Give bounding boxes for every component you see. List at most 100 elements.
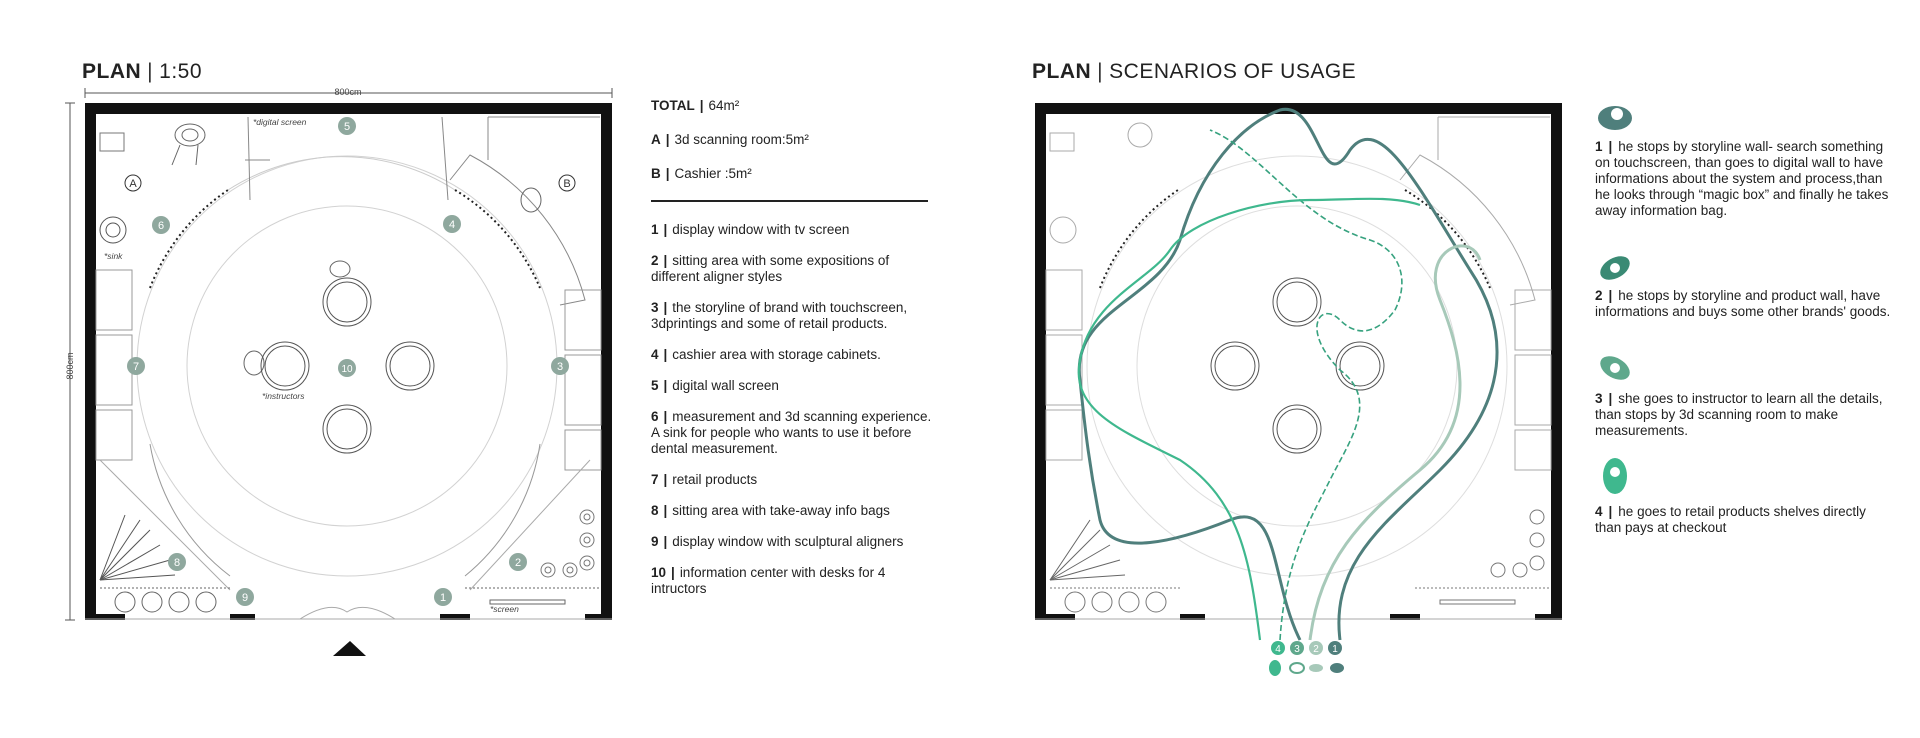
legend-item-text: information center with desks for 4 intr…	[651, 565, 886, 596]
scenario-path-1	[1077, 107, 1499, 641]
scenarios-plan: 4 3 2 1	[1035, 103, 1562, 676]
legend-item-number: 6	[651, 409, 659, 424]
marker-1-text: 1	[440, 592, 446, 604]
scenario-outer-walls	[1035, 103, 1562, 620]
marker-6-text: 6	[158, 220, 164, 232]
legend-item-number: 9	[651, 534, 659, 549]
legend-item-number: 4	[651, 347, 659, 362]
scenario-3: 3|she goes to instructor to learn all th…	[1595, 391, 1883, 438]
marker-2-text: 2	[515, 557, 521, 569]
plan-legend: TOTAL|64m² A|3d scanning room:5m² B|Cash…	[651, 98, 941, 612]
legend-item-number: 1	[651, 222, 659, 237]
legend-item-number: 7	[651, 472, 659, 487]
marker-2: 2	[509, 553, 527, 571]
entrance-arrow	[333, 641, 366, 656]
legend-item: 7|retail products	[651, 472, 758, 487]
legend-item-number: 3	[651, 300, 659, 315]
entrance-1: 1	[1328, 641, 1342, 655]
toilet-fixture	[99, 132, 125, 152]
legend-item: 6|measurement and 3d scanning experience…	[651, 409, 932, 456]
legend-item: 2|sitting area with some expositions of …	[651, 253, 890, 284]
legend-item-text: sitting area with some expositions of di…	[651, 253, 890, 284]
person-icons-entrance	[1269, 660, 1344, 676]
legend-item-text: measurement and 3d scanning experience. …	[651, 409, 932, 456]
plan-title-separator: |	[147, 60, 154, 83]
digital-screen-label: *digital screen	[253, 117, 307, 127]
scenario-4-person-icon	[1603, 458, 1627, 494]
scenario-2-num: 2	[1595, 288, 1603, 303]
legend-item: 5|digital wall screen	[651, 378, 779, 393]
room-a-text: 3d scanning room:5m²	[674, 132, 809, 147]
legend-item: 9|display window with sculptural aligner…	[651, 534, 904, 549]
legend-item-text: the storyline of brand with touchscreen,…	[651, 300, 908, 331]
marker-7-text: 7	[133, 361, 139, 373]
scenarios-title-separator: |	[1097, 60, 1104, 83]
screen-label: *screen	[490, 604, 519, 614]
scenario-2: 2|he stops by storyline and product wall…	[1595, 288, 1891, 319]
room-a-key: A	[651, 132, 661, 147]
product-display-right	[540, 509, 595, 578]
total-value: 64m²	[708, 98, 740, 113]
scenario-4: 4|he goes to retail products shelves dir…	[1595, 504, 1866, 535]
marker-4: 4	[443, 215, 461, 233]
legend-item-text: digital wall screen	[672, 378, 779, 393]
scenarios-title: PLAN|SCENARIOS OF USAGE	[1032, 60, 1356, 84]
retail-shelves-left	[95, 269, 133, 461]
instructor-desks	[260, 277, 435, 454]
marker-9: 9	[236, 588, 254, 606]
legend-item-text: display window with tv screen	[672, 222, 850, 237]
entrance-2-text: 2	[1313, 644, 1319, 655]
marker-10: 10	[338, 359, 356, 377]
marker-4-text: 4	[449, 219, 455, 231]
scenario-3-num: 3	[1595, 391, 1603, 406]
display-window-tv	[465, 587, 600, 605]
marker-8-text: 8	[174, 557, 180, 569]
legend-item-text: cashier area with storage cabinets.	[672, 347, 881, 362]
legend-item: 3|the storyline of brand with touchscree…	[651, 300, 908, 331]
scenario-3-text: she goes to instructor to learn all the …	[1595, 391, 1883, 438]
legend-divider	[651, 200, 928, 202]
legend-item: 10|information center with desks for 4 i…	[651, 565, 886, 596]
legend-item: 1|display window with tv screen	[651, 222, 850, 237]
marker-3: 3	[551, 357, 569, 375]
stepped-seating	[99, 514, 176, 581]
room-a-row: A|3d scanning room:5m²	[651, 132, 809, 147]
entrance-3: 3	[1290, 641, 1304, 655]
instructors-label: *instructors	[262, 391, 305, 401]
marker-6: 6	[152, 216, 170, 234]
sink-label: *sink	[104, 251, 123, 261]
sink	[99, 216, 127, 244]
scenario-1-person-icon	[1598, 106, 1632, 130]
scenario-1: 1|he stops by storyline wall- search som…	[1595, 139, 1889, 218]
outer-walls	[85, 103, 612, 620]
scenario-2-text: he stops by storyline and product wall, …	[1595, 288, 1891, 319]
total-label: TOTAL	[651, 98, 695, 113]
width-label: 800cm	[334, 87, 361, 97]
room-b-text: Cashier :5m²	[674, 166, 752, 181]
storyline-shelves-right	[564, 289, 602, 471]
partition-walls	[149, 156, 541, 577]
marker-10-text: 10	[341, 364, 353, 375]
legend-items: 1|display window with tv screen 2|sitting…	[651, 222, 941, 597]
marker-8: 8	[168, 553, 186, 571]
legend-item-text: retail products	[672, 472, 758, 487]
entrance-1-text: 1	[1332, 644, 1338, 655]
entrance-4: 4	[1271, 641, 1285, 655]
height-dimension	[65, 102, 75, 621]
marker-7: 7	[127, 357, 145, 375]
plan-title-scale: 1:50	[159, 60, 203, 83]
display-window-aligners	[100, 587, 230, 613]
plan-title: PLAN|1:50	[82, 60, 202, 84]
scenarios-title-rest: SCENARIOS OF USAGE	[1109, 60, 1357, 83]
marker-5-text: 5	[344, 121, 350, 133]
width-dimension	[84, 88, 613, 98]
room-b-label: B	[563, 178, 570, 190]
legend-item-number: 10	[651, 565, 667, 580]
scenario-path-3	[1308, 244, 1482, 641]
scenario-1-num: 1	[1595, 139, 1603, 154]
height-label: 800cm	[65, 352, 75, 379]
legend-item: 4|cashier area with storage cabinets.	[651, 347, 881, 362]
legend-item-text: display window with sculptural aligners	[672, 534, 904, 549]
plan-title-bold: PLAN	[82, 60, 142, 83]
marker-5: 5	[338, 117, 356, 135]
